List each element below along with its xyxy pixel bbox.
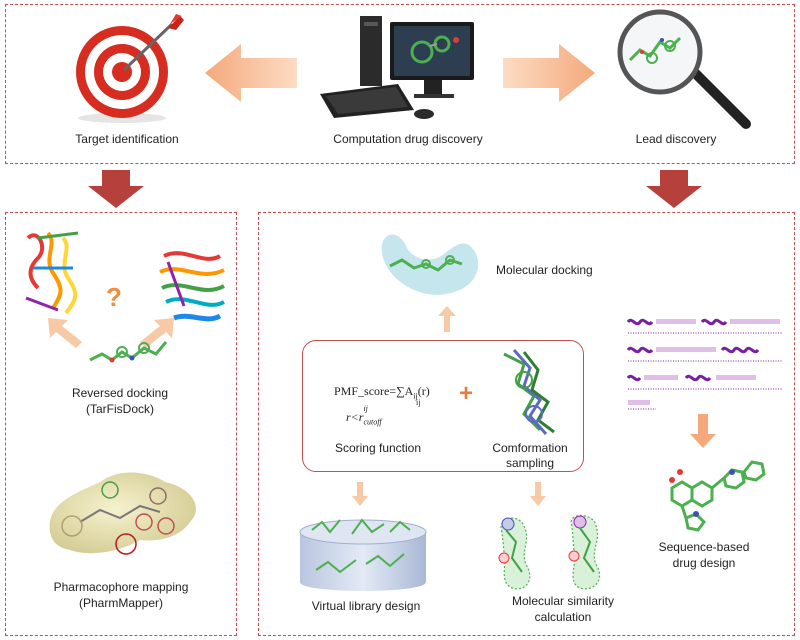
- molecular-similarity-icon: [498, 514, 601, 590]
- plus-sign: +: [458, 380, 473, 407]
- down-arrow-left-icon: [88, 170, 144, 208]
- arrow-down-library-icon: [352, 482, 368, 506]
- pmf-score-sum-index: ij: [416, 398, 421, 407]
- tarfisdock-label: (TarFisDock): [86, 402, 154, 416]
- protein-structure-1-icon: [25, 231, 79, 315]
- docking-pocket-icon: [381, 234, 479, 295]
- virtual-library-cylinder-icon: [299, 518, 427, 591]
- down-arrow-right-icon: [646, 170, 702, 208]
- sequence-based-label-line2: drug design: [672, 556, 736, 570]
- target-identification-label: Target identification: [75, 132, 179, 146]
- reversed-docking-label: Reversed docking: [71, 386, 169, 400]
- left-panel: [5, 212, 237, 636]
- virtual-library-label: Virtual library design: [311, 599, 421, 613]
- ligand-molecule-icon: [89, 341, 168, 363]
- pharmacophore-mapping-label: Pharmacophore mapping: [53, 580, 189, 594]
- sequence-alignment-icon: [626, 318, 782, 410]
- pharmacophore-blob-icon: [49, 472, 196, 555]
- conformation-label-line1: Comformation: [492, 441, 568, 455]
- arrow-down-sequence-icon: [690, 414, 716, 448]
- sequence-based-molecule-icon: [669, 460, 766, 532]
- molecular-similarity-label-line2: calculation: [534, 610, 592, 624]
- right-panel: [258, 212, 795, 636]
- scoring-conformation-box: [302, 340, 584, 472]
- question-mark: ?: [106, 282, 122, 312]
- arrow-upleft-icon: [48, 318, 82, 348]
- magnifying-glass-icon: [617, 9, 751, 129]
- computer-icon: [320, 16, 474, 119]
- molecular-similarity-label-line1: Molecular similarity: [511, 594, 615, 608]
- scoring-function-label: Scoring function: [334, 441, 422, 455]
- sequence-based-label-line1: Sequence-based: [658, 540, 750, 554]
- target-dartboard-icon: [76, 14, 184, 123]
- arrow-right-icon: [503, 44, 595, 102]
- conformation-sampling-icon: [503, 349, 555, 435]
- pmf-score-formula: PMF_score=∑Aij(r): [334, 384, 430, 401]
- conformation-label-line2: sampling: [505, 456, 555, 470]
- arrow-up-docking-icon: [438, 306, 456, 332]
- molecular-docking-label: Molecular docking: [496, 263, 593, 277]
- computation-drug-discovery-label: Computation drug discovery: [333, 132, 483, 146]
- arrow-left-icon: [205, 44, 297, 102]
- top-panel: [5, 4, 795, 164]
- arrow-upright-icon: [140, 318, 174, 348]
- arrow-down-similarity-icon: [530, 482, 546, 506]
- lead-discovery-label: Lead discovery: [635, 132, 717, 146]
- pharmmapper-label: (PharmMapper): [78, 596, 164, 610]
- protein-structure-2-icon: [159, 251, 225, 322]
